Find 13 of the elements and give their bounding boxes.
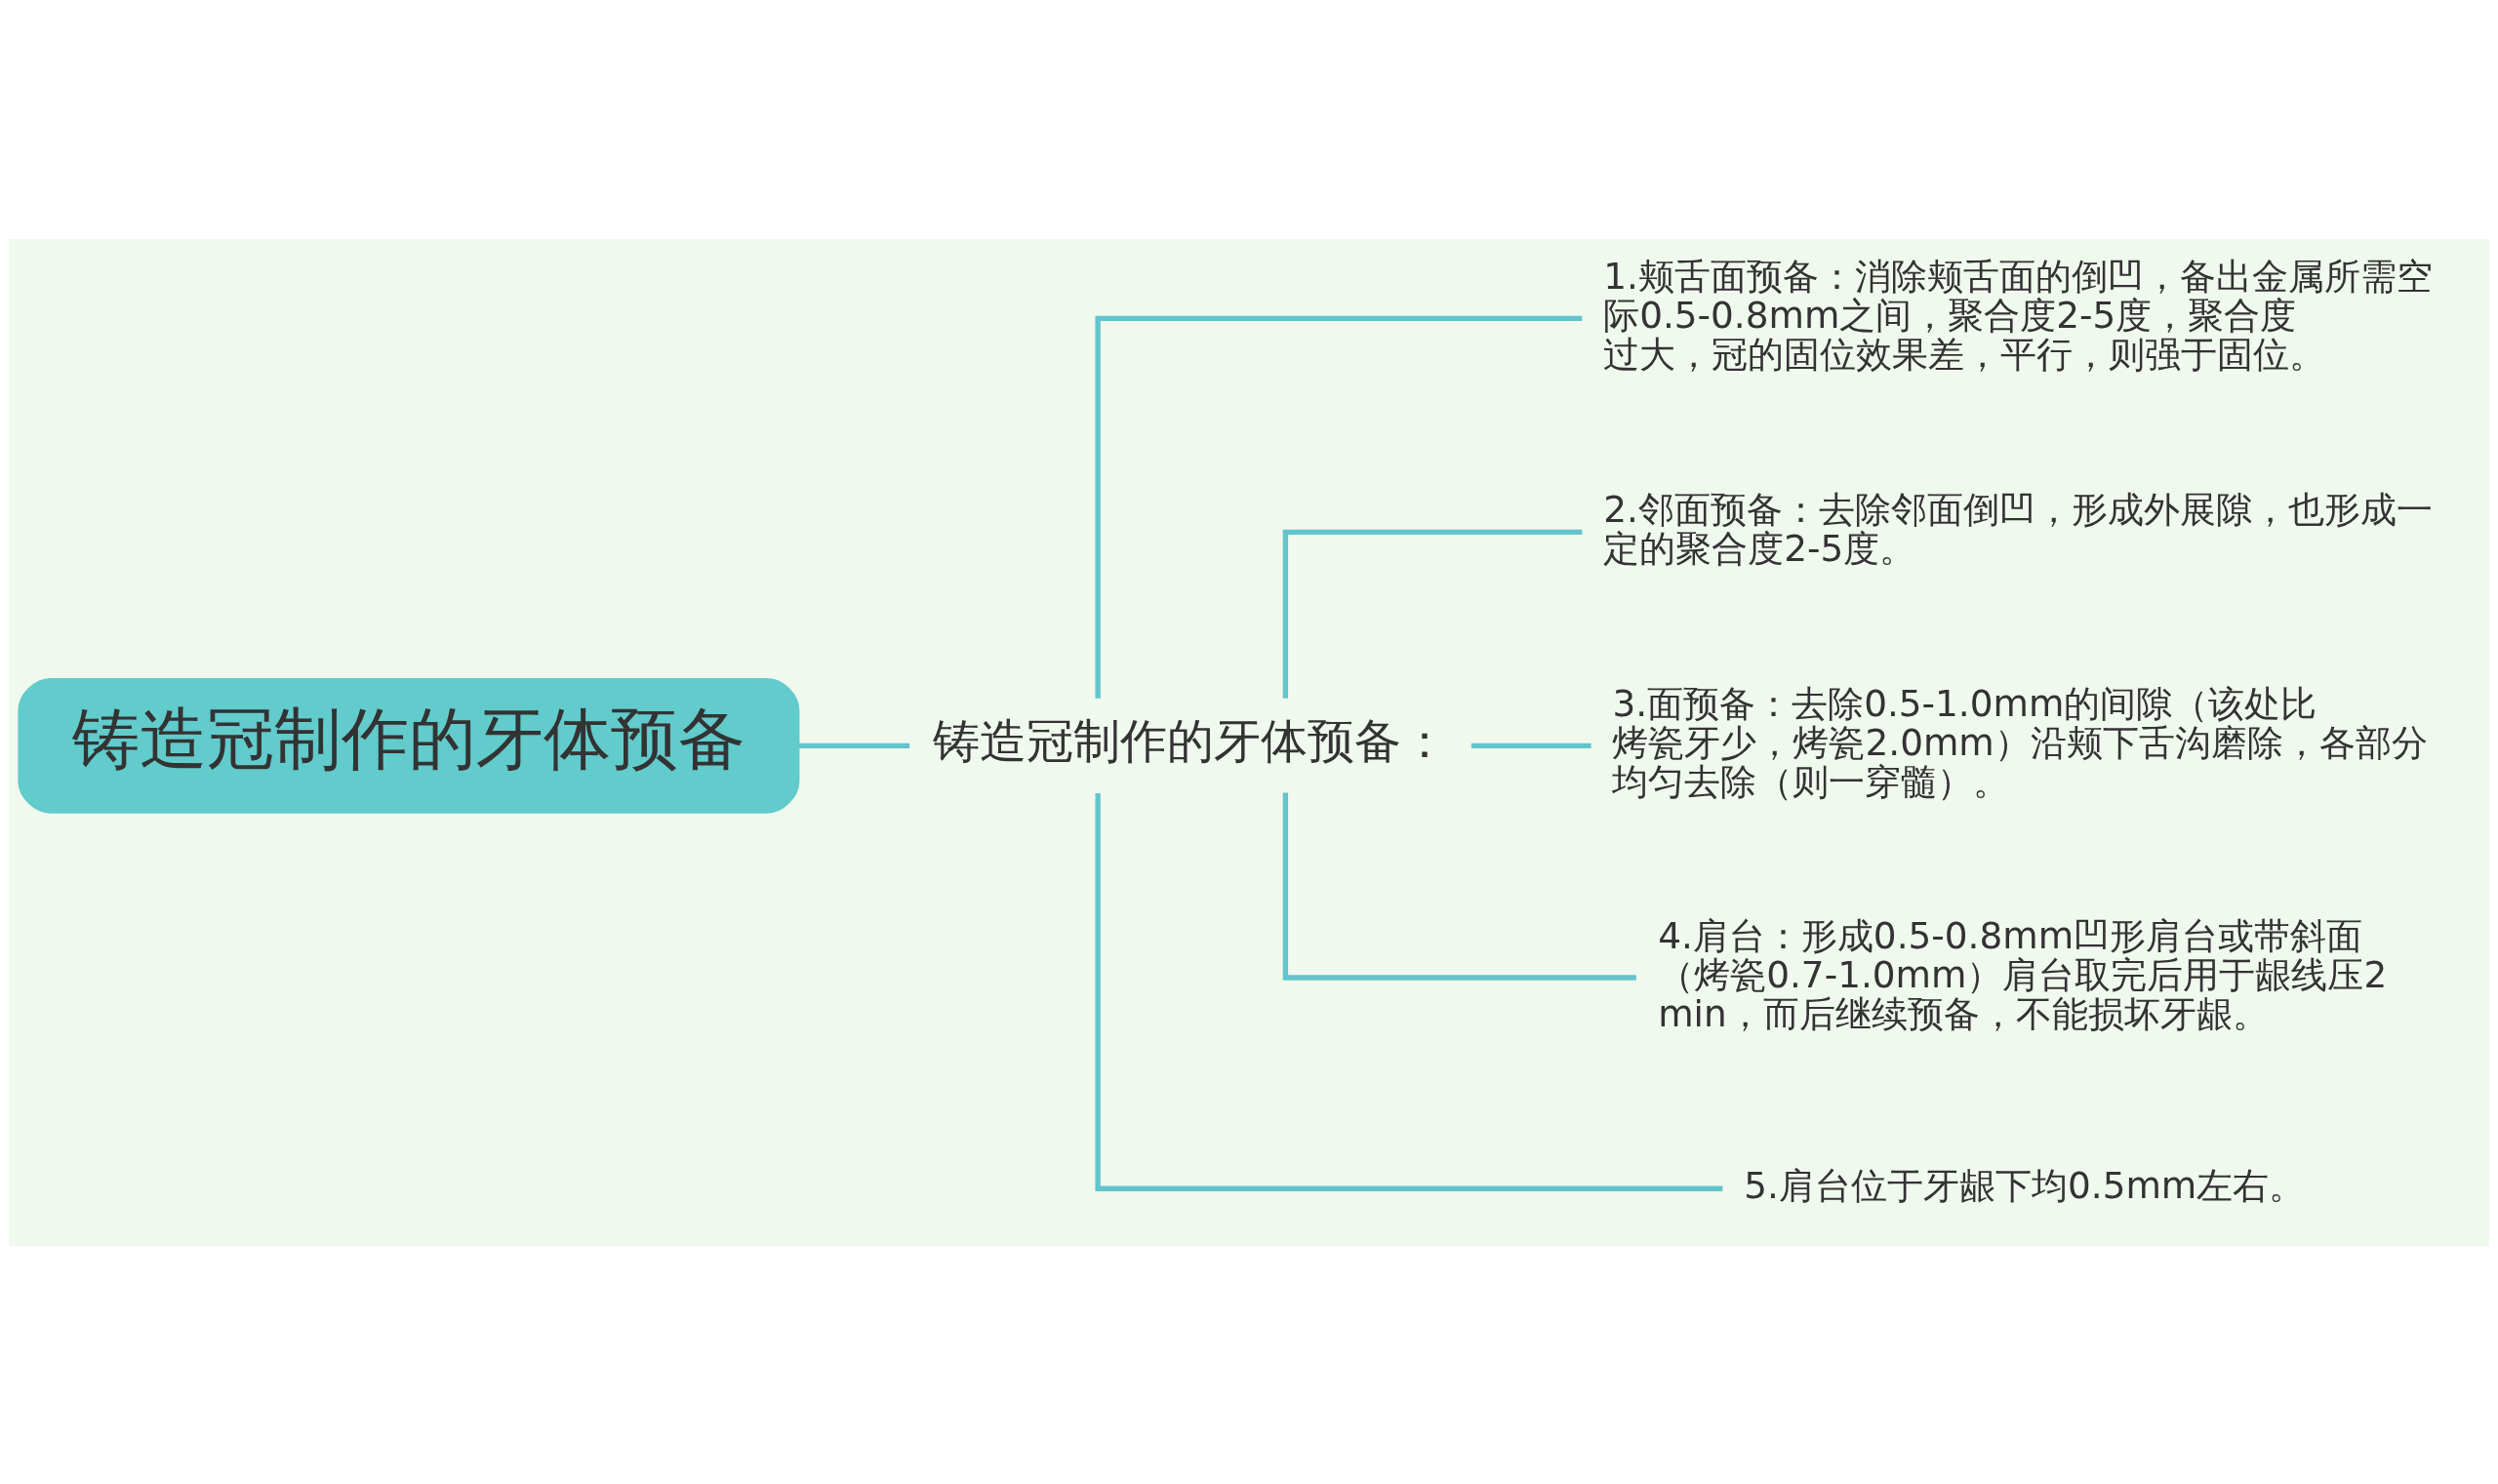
connector	[1471, 742, 1591, 748]
node-box: 铸造冠制作的牙体预备	[18, 677, 800, 814]
node-text: 4.肩台：形成0.5-0.8mm凹形肩台或带斜面（烤瓷0.7-1.0mm）肩台取完后用于龈线压2min，而后继续预备，不能损坏牙龈。	[1658, 913, 2388, 1035]
connector	[1095, 792, 1723, 1191]
connector	[798, 742, 910, 748]
node-text: 铸造冠制作的牙体预备：	[932, 712, 1448, 768]
connector	[1282, 791, 1636, 981]
connector	[1282, 529, 1583, 699]
node-text: 2.邻面预备：去除邻面倒凹，形成外展隙，也形成一定的聚合度2-5度。	[1603, 487, 2433, 570]
node-text: 3.面预备：去除0.5-1.0mm的间隙（该处比烤瓷牙少，烤瓷2.0mm）沿颊下舌沟磨除，各部分均匀去除（则一穿髓）。	[1612, 681, 2428, 803]
node-text: 1.颊舌面预备：消除颊舌面的倒凹，备出金属所需空际0.5-0.8mm之间，聚合度2-5度，聚合度过大，冠的固位效果差，平行，则强于固位。	[1603, 254, 2433, 376]
connector	[1095, 315, 1583, 699]
node-text: 5.肩台位于牙龈下均0.5mm左右。	[1744, 1163, 2306, 1207]
